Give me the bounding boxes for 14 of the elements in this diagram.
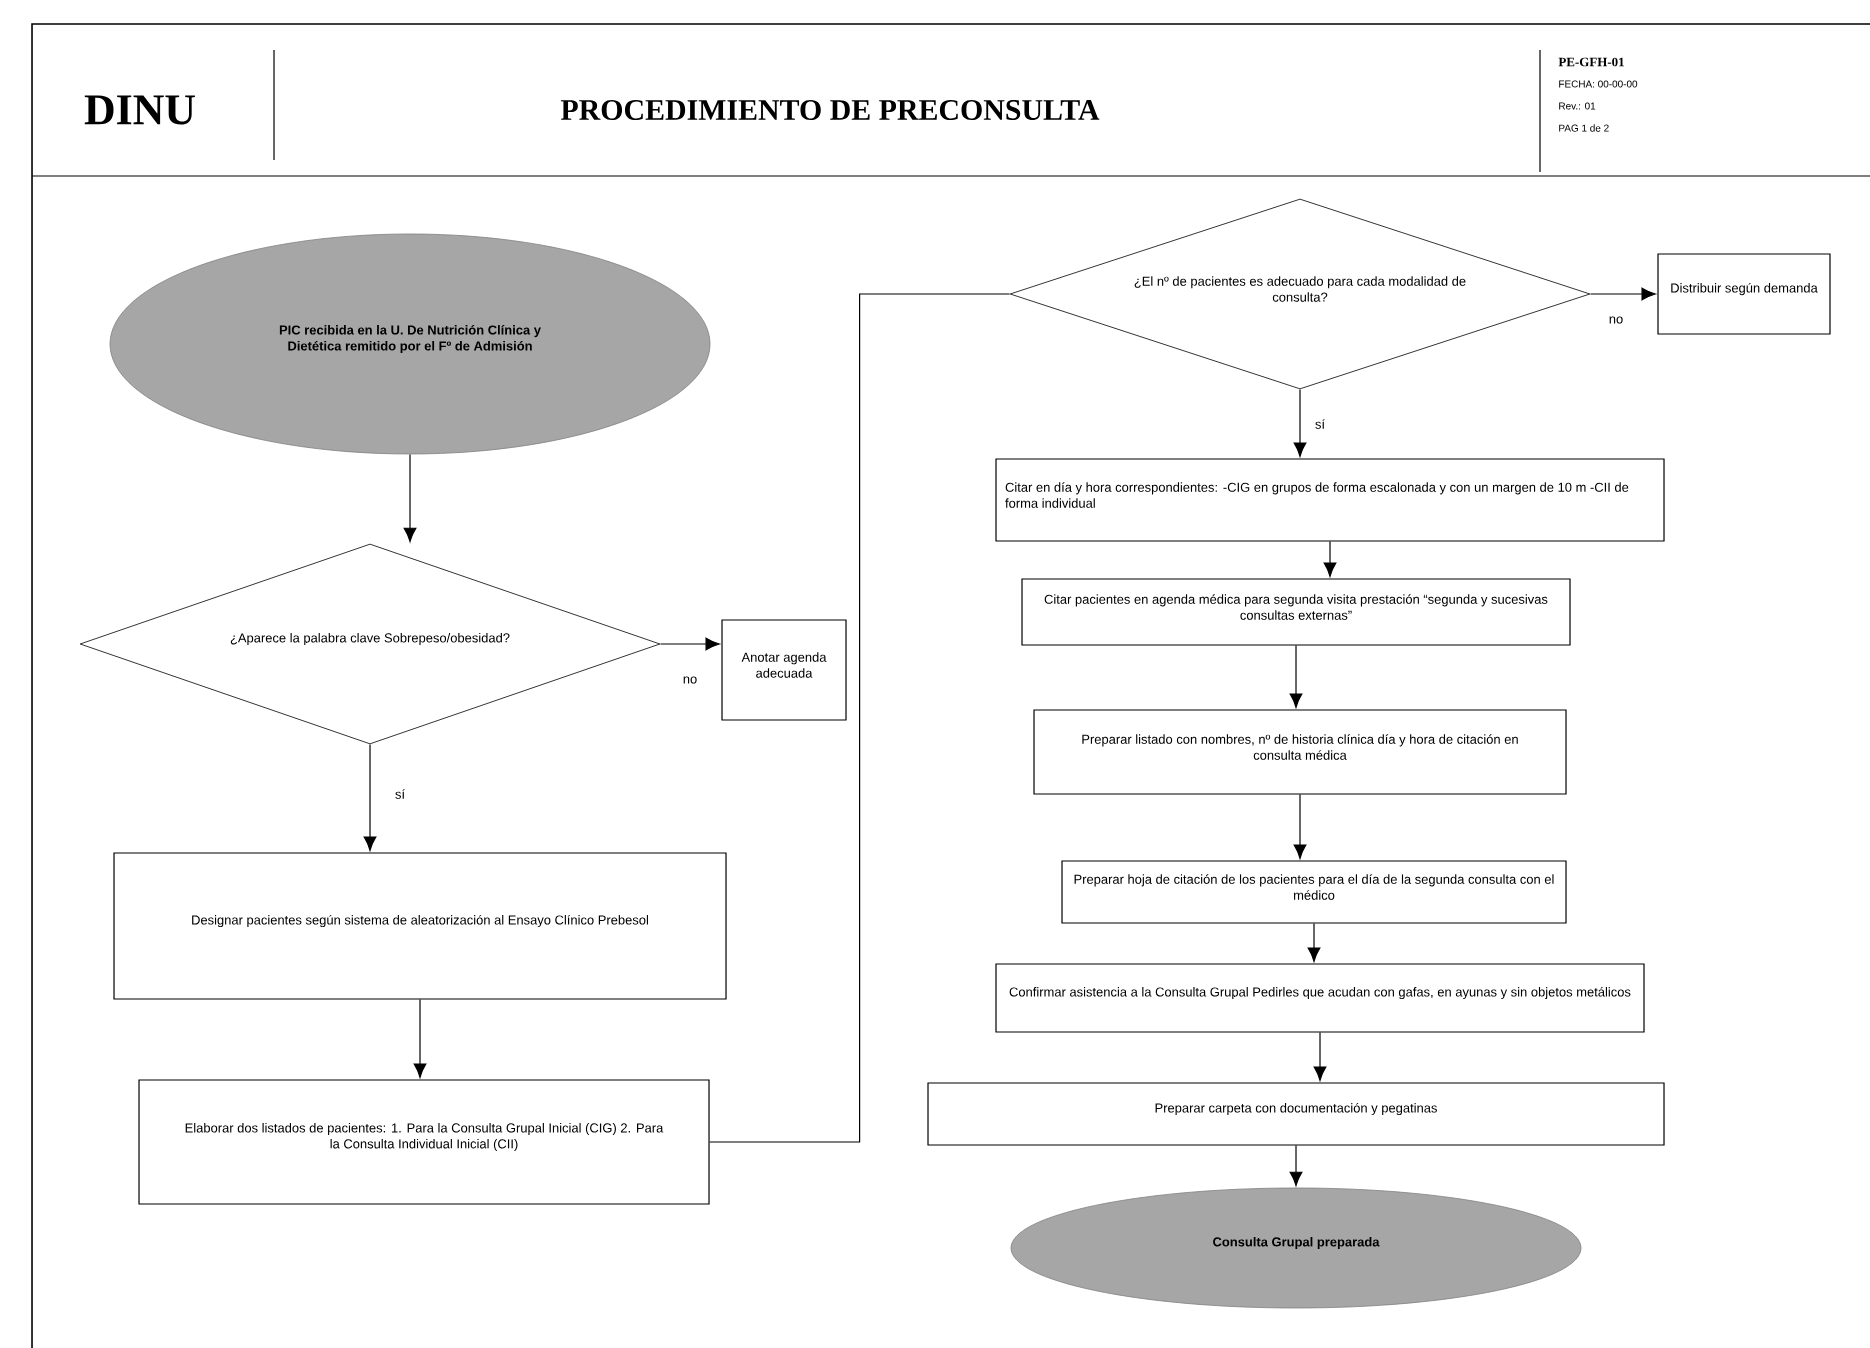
arrow	[1307, 923, 1321, 962]
arrow	[1313, 1032, 1327, 1081]
arrow	[1323, 541, 1337, 577]
arrow	[413, 999, 427, 1078]
arrow	[1289, 1145, 1303, 1187]
arrow	[1293, 388, 1307, 457]
arrow	[1589, 287, 1656, 301]
arrow	[403, 453, 417, 543]
arrow	[1289, 645, 1303, 708]
header-label: DINU	[84, 95, 195, 125]
arrow	[659, 637, 720, 651]
title: PROCEDIMIENTO DE PRECONSULTA	[560, 99, 1100, 120]
arrow	[363, 743, 377, 851]
arrow	[1293, 794, 1307, 859]
